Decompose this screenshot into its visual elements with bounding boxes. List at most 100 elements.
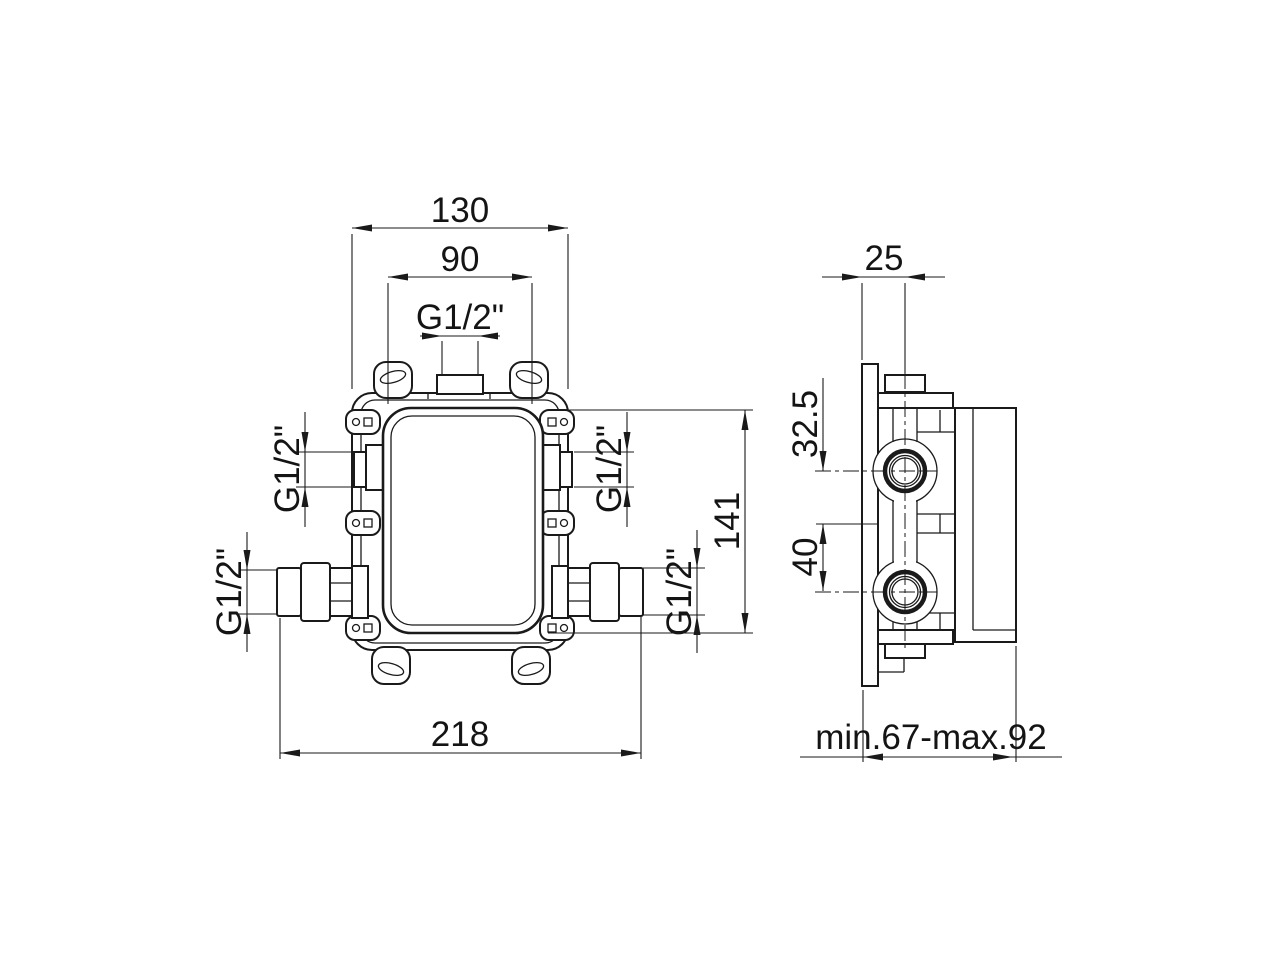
arrowhead — [388, 273, 408, 281]
arrowhead — [621, 749, 641, 757]
side-tab-left-lower — [345, 615, 381, 641]
fitting-flange — [300, 562, 331, 622]
arrowhead — [741, 613, 749, 633]
left-lower-fitting — [276, 562, 369, 622]
arrowhead — [301, 432, 309, 452]
dim-label-left-lower-port: G1/2" — [210, 548, 249, 636]
dim-label-inner-width: 90 — [441, 240, 480, 279]
dim-label-top-to-port: 32.5 — [786, 390, 825, 458]
centerlines — [815, 283, 937, 648]
arrowhead — [352, 224, 372, 232]
right-lower-fitting — [551, 562, 644, 622]
arrowhead — [512, 273, 532, 281]
side-tab-right-middle — [539, 510, 575, 536]
dim-overall-width: 130 — [351, 191, 569, 389]
side-tab-hole — [351, 623, 361, 633]
fitting-cap — [618, 567, 644, 617]
arrowhead — [243, 550, 251, 570]
left-upper-boss — [365, 444, 385, 491]
arrowhead — [863, 753, 883, 761]
arrowhead — [819, 451, 827, 471]
box-body-inner-outline — [390, 415, 536, 626]
arrowhead — [905, 273, 925, 281]
arrowhead — [741, 410, 749, 430]
bottom-tab-left-slot — [377, 661, 405, 677]
arrowhead — [623, 487, 631, 507]
dim-left-lower-port: G1/2" — [210, 532, 277, 652]
right-upper-boss — [541, 444, 561, 491]
fitting-cap — [276, 567, 302, 617]
arrowhead — [819, 524, 827, 544]
box-body-outline — [381, 406, 545, 635]
top-tab-left-slot — [379, 369, 407, 385]
side-tab-left-upper — [345, 409, 381, 435]
arrowhead — [693, 548, 701, 568]
arrowhead — [422, 332, 442, 340]
dim-left-upper-port: G1/2" — [268, 412, 352, 527]
lobe-waist-fill — [894, 499, 916, 563]
fitting-flange — [589, 562, 620, 622]
dim-inner-width: 90 — [387, 240, 533, 404]
dim-label-fitting-span: 218 — [431, 715, 489, 754]
bottom-tab-right-slot — [517, 661, 545, 677]
dim-plate-depth: 25 — [822, 239, 945, 360]
side-tab-hole-square — [363, 623, 373, 633]
dim-right-upper-port: G1/2" — [574, 412, 634, 527]
side-view — [861, 363, 1017, 687]
front-view — [276, 361, 644, 685]
arrowhead — [243, 614, 251, 634]
back-housing — [954, 407, 1017, 643]
side-tab-hole — [351, 417, 361, 427]
side-tab-hole — [559, 623, 569, 633]
dim-fitting-span: 218 — [279, 617, 642, 759]
arrowhead — [301, 487, 309, 507]
dim-height: 141 — [548, 409, 753, 634]
dim-label-left-upper-port: G1/2" — [268, 425, 307, 513]
dim-label-height: 141 — [708, 492, 747, 550]
fitting-nut — [329, 567, 353, 617]
dim-top-to-port: 32.5 — [786, 378, 827, 471]
side-tab-right-upper — [539, 409, 575, 435]
dim-port-spacing: 40 — [786, 523, 878, 591]
dim-label-right-lower-port: G1/2" — [660, 548, 699, 636]
side-tab-hole — [559, 417, 569, 427]
arrowhead — [842, 273, 862, 281]
wall-plate — [861, 363, 879, 687]
left-upper-boss-step — [353, 451, 367, 488]
side-tab-hole-square — [547, 417, 557, 427]
back-housing-outline — [954, 407, 1017, 643]
side-tab-hole — [351, 518, 361, 528]
side-tab-hole — [559, 518, 569, 528]
dim-label-right-upper-port: G1/2" — [590, 425, 629, 513]
upper-side-ports — [353, 444, 573, 491]
arrowhead — [548, 224, 568, 232]
side-tab-hole-square — [547, 623, 557, 633]
dim-install-depth-range: min.67-max.92 — [800, 646, 1062, 762]
dim-top-port: G1/2" — [416, 298, 504, 375]
arrowhead — [280, 749, 300, 757]
side-tab-hole-square — [547, 518, 557, 528]
side-top-flange — [877, 392, 954, 409]
dim-label-overall-width: 130 — [431, 191, 489, 230]
side-bottom-boss — [884, 643, 926, 659]
top-tab-right-slot — [515, 369, 543, 385]
dim-label-install-depth-range: min.67-max.92 — [815, 718, 1046, 757]
fitting-nut — [567, 567, 591, 617]
side-tab-right-lower — [539, 615, 575, 641]
dim-label-port-spacing: 40 — [786, 538, 825, 577]
side-tab-hole-square — [363, 417, 373, 427]
side-tab-hole-square — [363, 518, 373, 528]
right-upper-boss-step — [559, 451, 573, 488]
fitting-collar — [351, 565, 369, 619]
top-port-boss — [436, 374, 484, 395]
arrowhead — [478, 332, 498, 340]
arrowhead — [693, 615, 701, 635]
dim-right-lower-port: G1/2" — [643, 530, 705, 653]
arrowhead — [819, 571, 827, 591]
dim-label-top-port: G1/2" — [416, 298, 504, 337]
arrowhead — [993, 753, 1013, 761]
dim-label-plate-depth: 25 — [865, 239, 904, 278]
side-bottom-flange — [877, 629, 954, 645]
